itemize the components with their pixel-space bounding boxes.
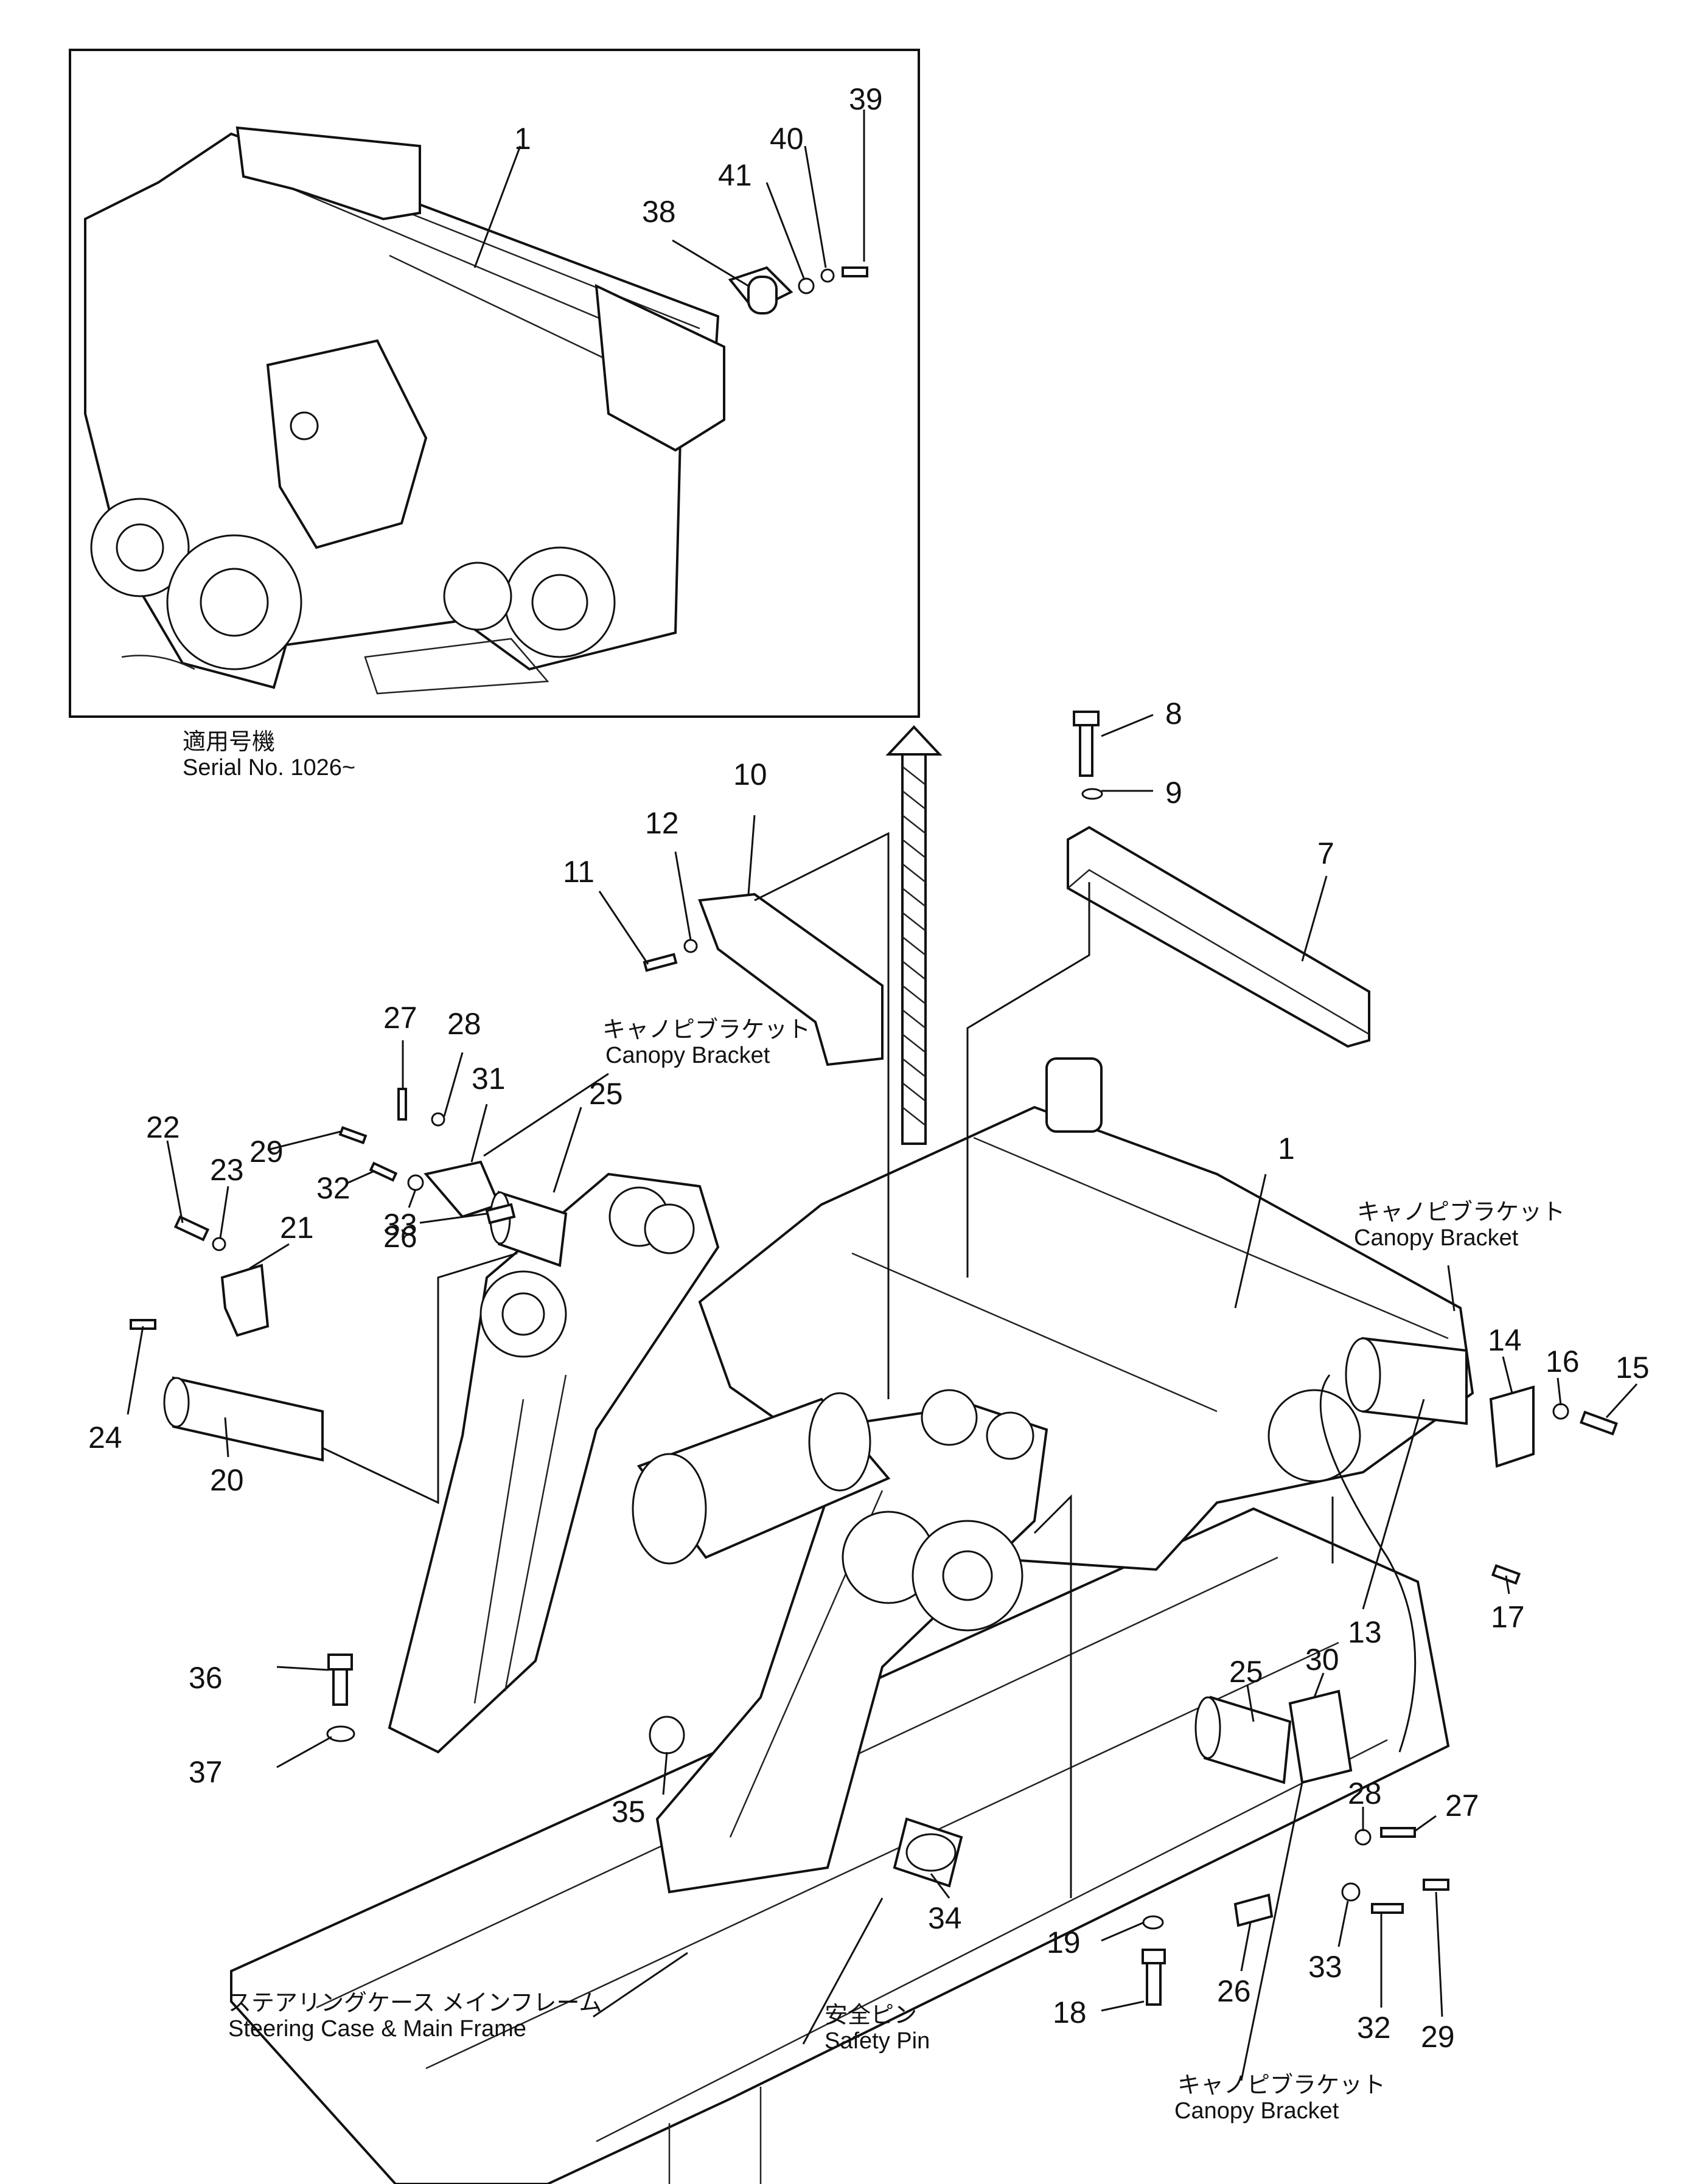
- callout-labels: 1 39 40 41 38 8 9 10 12 11 7 27 28 31 29…: [88, 82, 1650, 2054]
- callout-35: 35: [612, 1795, 646, 1829]
- callout-10: 10: [733, 757, 767, 791]
- callout-37: 37: [189, 1755, 223, 1789]
- callout-36: 36: [189, 1661, 223, 1695]
- callout-15: 15: [1616, 1351, 1650, 1385]
- callout-40: 40: [770, 122, 804, 156]
- callout-34: 34: [928, 1901, 962, 1935]
- callout-16: 16: [1546, 1344, 1580, 1379]
- callout-31: 31: [472, 1062, 506, 1096]
- callout-26-upper: 26: [383, 1220, 417, 1254]
- callout-32-upper: 32: [316, 1171, 350, 1205]
- safety-pin-label-en: Safety Pin: [825, 2028, 930, 2054]
- callout-33-upper: 33: [383, 1208, 417, 1242]
- inset-caption-jp: 適用号機: [183, 729, 275, 755]
- callout-30: 30: [1305, 1643, 1339, 1677]
- inset-caption-en: Serial No. 1026~: [183, 755, 355, 781]
- callout-24: 24: [88, 1421, 122, 1455]
- callout-29-upper: 29: [249, 1135, 284, 1169]
- callout-1: 1: [514, 122, 531, 156]
- callout-11: 11: [563, 855, 594, 889]
- main-frame-drawing: [130, 711, 1618, 2184]
- callout-41: 41: [718, 158, 752, 192]
- canopy-bracket-label-en-right: Canopy Bracket: [1354, 1225, 1519, 1251]
- callout-9: 9: [1165, 776, 1182, 810]
- callout-22: 22: [146, 1110, 180, 1144]
- callout-14: 14: [1488, 1323, 1522, 1357]
- callout-13: 13: [1348, 1615, 1382, 1649]
- callout-19: 19: [1047, 1925, 1081, 1960]
- callout-21: 21: [280, 1211, 314, 1245]
- callout-25-upper: 25: [589, 1077, 623, 1111]
- canopy-bracket-label-en-lower: Canopy Bracket: [1174, 2098, 1339, 2124]
- callout-39: 39: [849, 82, 883, 116]
- callout-29-lower: 29: [1421, 2020, 1455, 2054]
- callout-17: 17: [1491, 1600, 1525, 1634]
- safety-pin-label-jp: 安全ピン: [825, 2003, 917, 2028]
- inset-panel: [69, 49, 920, 718]
- leader-lines: [127, 714, 1638, 2081]
- callout-20: 20: [210, 1463, 244, 1497]
- callout-32-lower: 32: [1357, 2011, 1391, 2045]
- callout-33-lower: 33: [1308, 1950, 1342, 1984]
- callout-28-upper: 28: [447, 1007, 481, 1041]
- callout-28-lower: 28: [1348, 1776, 1382, 1810]
- steering-case-label-jp: ステアリングケース メインフレーム: [228, 1991, 602, 2016]
- callout-18: 18: [1053, 1995, 1087, 2029]
- annotations: キャノピブラケット Canopy Bracket キャノピブラケット Canop…: [228, 1017, 1565, 2124]
- canopy-bracket-label-jp-lower: キャノピブラケット: [1177, 2073, 1386, 2098]
- callout-27-lower: 27: [1445, 1789, 1479, 1823]
- inset-frame-drawing: [84, 126, 868, 695]
- callout-8: 8: [1165, 697, 1182, 731]
- canopy-bracket-label-en-upper: Canopy Bracket: [605, 1043, 770, 1068]
- callout-25-lower: 25: [1229, 1655, 1263, 1689]
- canopy-bracket-label-jp-right: キャノピブラケット: [1357, 1200, 1565, 1225]
- callout-23: 23: [210, 1153, 244, 1187]
- callout-38: 38: [642, 195, 676, 229]
- steering-case-label-en: Steering Case & Main Frame: [228, 2016, 526, 2042]
- direction-arrow: [885, 725, 943, 1145]
- canopy-bracket-label-jp-upper: キャノピブラケット: [602, 1017, 811, 1043]
- callout-12: 12: [645, 806, 679, 840]
- callout-1-main: 1: [1278, 1132, 1295, 1166]
- callout-27-upper: 27: [383, 1001, 417, 1035]
- callout-7: 7: [1317, 836, 1334, 871]
- callout-26-lower: 26: [1217, 1974, 1251, 2008]
